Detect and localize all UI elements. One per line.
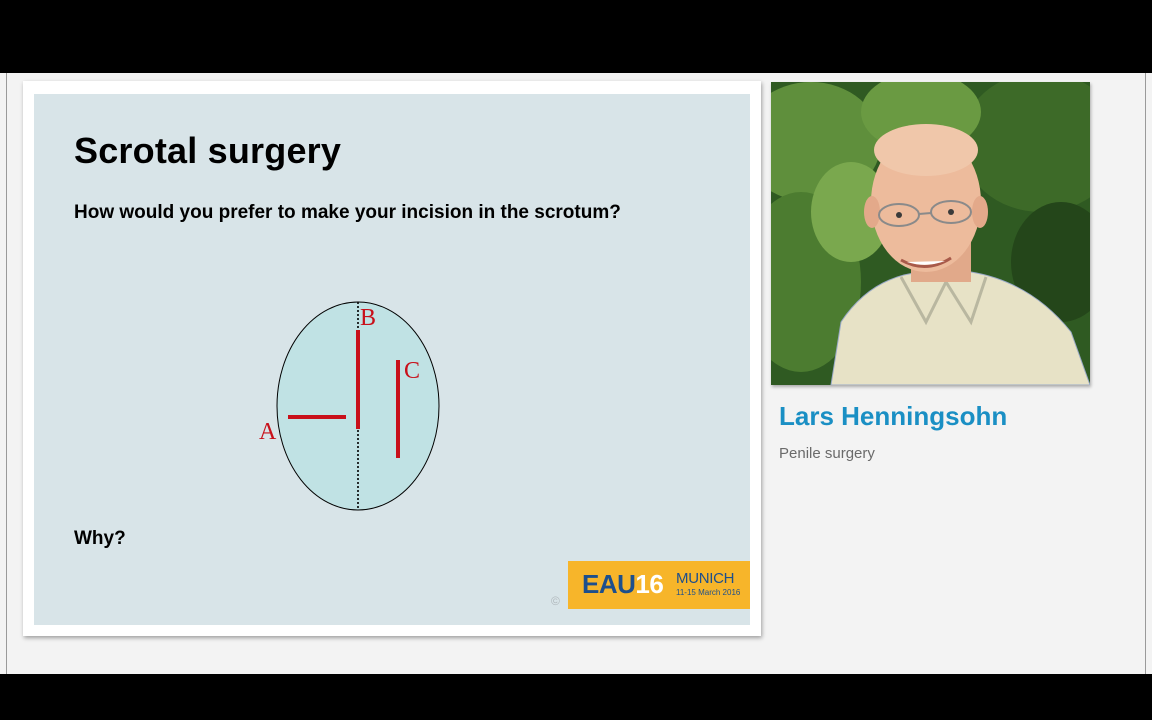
video-letterbox-bottom [0, 674, 1152, 720]
stage-border-left [6, 73, 7, 674]
eau16-munich-logo: EAU16 MUNICH 11-15 March 2016 [568, 561, 750, 609]
speaker-topic: Penile surgery [779, 445, 875, 462]
label-c: C [404, 358, 420, 384]
eau-logo-city: MUNICH [676, 570, 735, 587]
slide-frame: Scrotal surgery How would you prefer to … [23, 81, 761, 636]
slide-title: Scrotal surgery [74, 130, 342, 171]
speaker-photo [771, 82, 1090, 385]
stage-border-right [1145, 73, 1146, 674]
speaker-name: Lars Henningsohn [779, 401, 1008, 431]
eau-logo-eau: EAU [582, 569, 636, 599]
slide: Scrotal surgery How would you prefer to … [34, 94, 750, 625]
eau-logo-year: 16 [635, 569, 664, 599]
scrotum-incision-diagram: A B C [259, 301, 440, 511]
slide-why-prompt: Why? [74, 528, 126, 549]
presentation-stage: Scrotal surgery How would you prefer to … [0, 73, 1152, 674]
eau-logo-dates: 11-15 March 2016 [676, 588, 741, 597]
label-b: B [360, 305, 376, 331]
slide-question: How would you prefer to make your incisi… [74, 202, 621, 223]
label-a: A [259, 419, 277, 445]
speaker-portrait-illustration [771, 82, 1090, 385]
eau-logo-wordmark: EAU16 [582, 569, 664, 600]
copyright-mark: © [551, 594, 560, 608]
video-letterbox-top [0, 0, 1152, 73]
